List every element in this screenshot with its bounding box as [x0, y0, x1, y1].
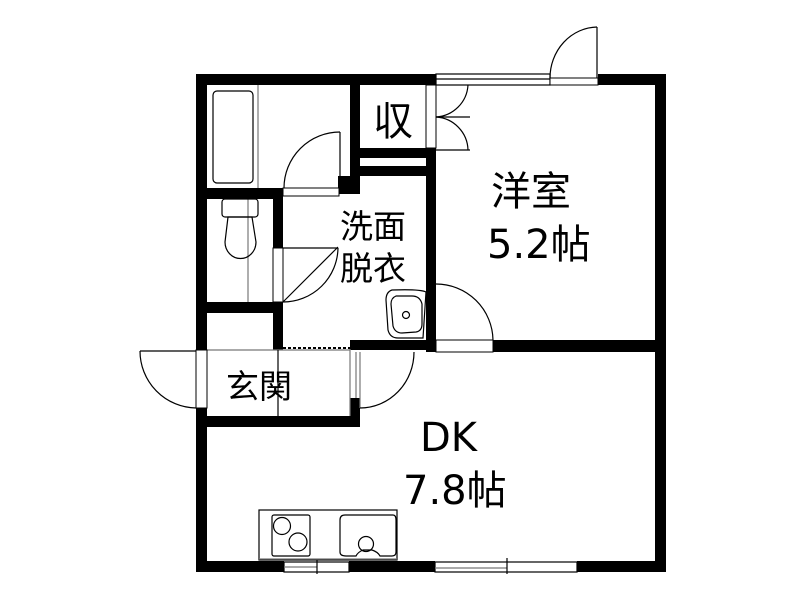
kitchen-sink-icon: [339, 514, 397, 557]
dk-room-name: DK: [420, 415, 479, 461]
western-room-size: 5.2帖: [487, 222, 591, 268]
western-room-name: 洋室: [491, 169, 571, 215]
storage-label: 収: [373, 99, 413, 145]
exterior-walls: [196, 74, 666, 572]
room-labels: 収 洋室 5.2帖 洗面 脱衣 玄関 DK 7.8帖: [226, 99, 591, 514]
storage-door: [425, 84, 470, 151]
doors: [139, 26, 599, 574]
washbasin-icon: [385, 289, 427, 339]
western-room-door: [435, 283, 494, 353]
toilet-icon: [221, 198, 259, 260]
dk-entry-door: [359, 351, 415, 409]
bath-door: [283, 131, 341, 189]
dk-window-left: [283, 560, 350, 574]
stove-icon: [271, 514, 311, 557]
dk-window-right: [434, 558, 578, 574]
thin-partitions: [207, 85, 426, 416]
bathtub-icon: [212, 90, 254, 184]
balcony-door: [549, 26, 599, 86]
washroom-label-line1: 洗面: [340, 207, 406, 246]
dk-room-size: 7.8帖: [403, 468, 507, 514]
western-top-window: [435, 73, 551, 86]
fixtures: [212, 90, 427, 561]
toilet-door: [282, 246, 339, 303]
front-door: [139, 349, 208, 409]
interior-walls: [196, 74, 666, 427]
entrance-label: 玄関: [226, 367, 292, 406]
washroom-label-line2: 脱衣: [340, 249, 406, 288]
kitchen-counter: [258, 509, 398, 561]
